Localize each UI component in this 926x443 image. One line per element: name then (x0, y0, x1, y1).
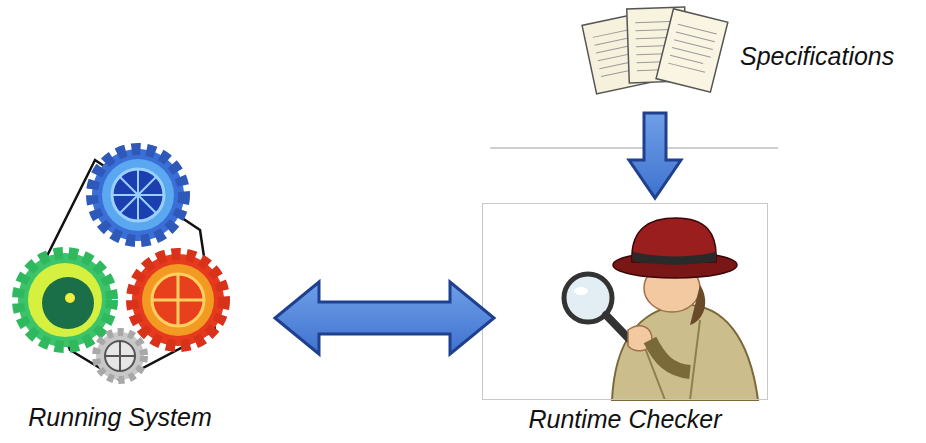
node-label: Specifications (740, 42, 926, 71)
gears-icon (18, 149, 224, 380)
node-label: Running System (0, 403, 240, 432)
node-label: Runtime Checker (482, 405, 768, 434)
divider-line (490, 147, 778, 149)
system-node: Running System (0, 135, 240, 443)
checker-node: Runtime Checker (482, 203, 768, 443)
spec-node: Specifications (580, 0, 926, 108)
image-frame (482, 203, 768, 400)
block-arrow (629, 113, 681, 198)
detective-icon (564, 218, 758, 400)
block-arrow (275, 282, 494, 354)
papers-icon (582, 7, 728, 94)
